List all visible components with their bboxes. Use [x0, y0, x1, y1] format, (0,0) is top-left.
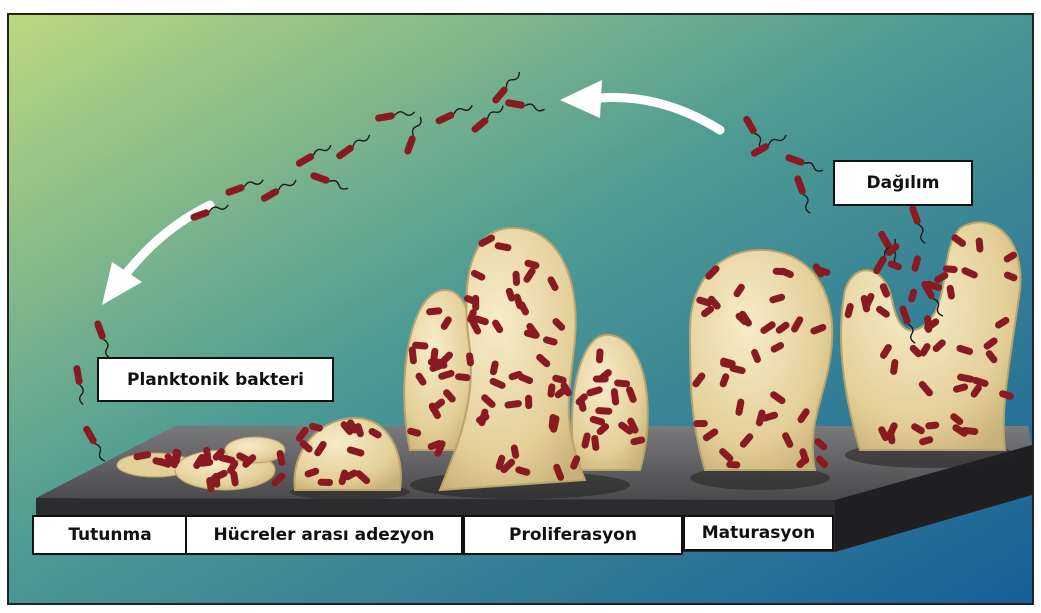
embedded-bacterium [726, 461, 740, 469]
maturation-label: Maturasyon [683, 515, 834, 551]
attachment-label: Tutunma [32, 515, 188, 555]
embedded-bacterium [525, 395, 532, 410]
dispersal-label: Dağılım [833, 160, 973, 206]
embedded-bacterium [318, 479, 334, 486]
embedded-bacterium [472, 295, 479, 311]
maturation-stage [690, 250, 832, 490]
proliferation-label: Proliferasyon [463, 515, 683, 555]
embedded-bacterium [595, 407, 612, 415]
embedded-bacterium [693, 420, 708, 427]
embedded-bacterium [512, 271, 520, 287]
embedded-bacterium [593, 376, 609, 383]
embedded-bacterium [596, 348, 604, 363]
intercellular-adhesion-label: Hücreler arası adezyon [185, 515, 463, 555]
planktonic-bacteria-label: Planktonik bakteri [97, 357, 334, 402]
